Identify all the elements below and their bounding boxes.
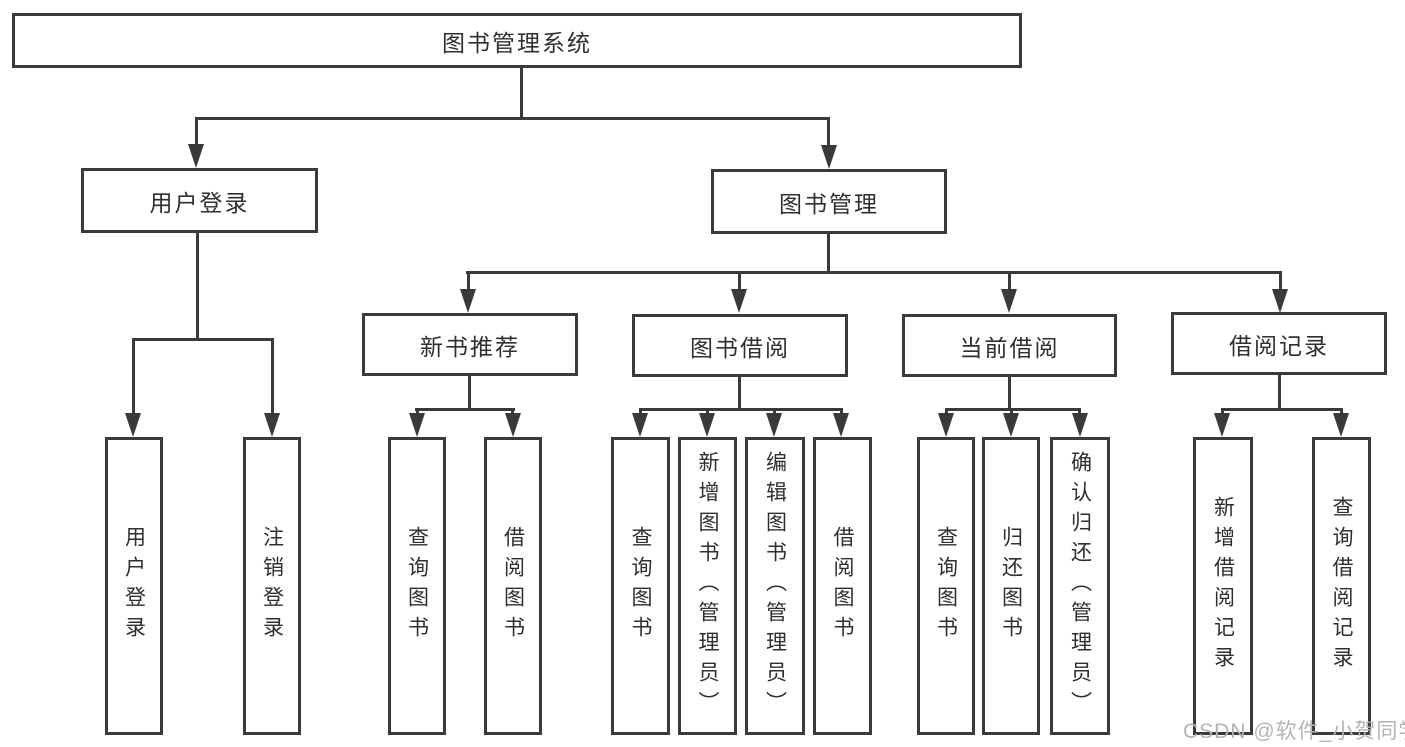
connector [195,117,198,145]
connector [639,408,843,411]
leaf-add-books-admin: 新增图书（管理员） [678,437,737,735]
arrow-down-icon [505,413,521,437]
connector [271,338,274,416]
leaf-query-borrow-record: 查询借阅记录 [1312,437,1371,735]
arrow-down-icon [938,413,954,437]
node-new-book-recommendation: 新书推荐 [362,313,578,376]
arrow-down-icon [1214,413,1230,437]
leaf-borrow-books-recommend: 借阅图书 [484,437,542,735]
leaf-return-books: 归还图书 [982,437,1040,735]
connector [416,408,419,416]
node-current-borrowing: 当前借阅 [902,314,1117,377]
connector [195,117,830,120]
node-library-management-system: 图书管理系统 [12,13,1022,68]
arrow-down-icon [731,289,747,313]
connector [1010,408,1013,416]
node-borrowing-records: 借阅记录 [1171,312,1387,375]
connector [132,338,274,341]
arrow-down-icon [264,413,280,437]
connector [468,375,471,411]
connector [520,67,523,118]
csdn-watermark: CSDN @软件_小贺同学 [1183,720,1405,743]
connector [706,408,709,416]
connector [639,408,642,416]
arrow-down-icon [460,289,476,313]
connector [466,271,1282,274]
connector [773,408,776,416]
arrow-down-icon [632,413,648,437]
connector [467,271,470,292]
connector [827,234,830,274]
leaf-confirm-return-admin: 确认归还（管理员） [1050,437,1110,735]
leaf-query-books-borrow: 查询图书 [611,437,670,735]
arrow-down-icon [125,413,141,437]
arrow-down-icon [833,413,849,437]
leaf-add-borrow-record: 新增借阅记录 [1193,437,1253,735]
arrow-down-icon [188,144,204,168]
arrow-down-icon [766,413,782,437]
node-user-login: 用户登录 [81,168,318,233]
connector [1078,408,1081,416]
connector [827,117,830,146]
connector [840,408,843,416]
connector [945,408,1081,411]
node-book-management: 图书管理 [711,169,947,234]
arrow-down-icon [1272,289,1288,313]
connector [415,408,515,411]
leaf-user-login: 用户登录 [105,437,163,735]
arrow-down-icon [1072,413,1088,437]
leaf-logout: 注销登录 [243,437,301,735]
leaf-borrow-books: 借阅图书 [813,437,872,735]
node-book-borrowing: 图书借阅 [632,314,848,377]
connector [196,232,199,341]
connector [738,376,741,411]
connector [738,271,741,292]
arrow-down-icon [409,413,425,437]
connector [1008,271,1011,292]
arrow-down-icon [1001,289,1017,313]
leaf-edit-books-admin: 编辑图书（管理员） [745,437,805,735]
arrow-down-icon [1333,413,1349,437]
leaf-query-books-recommend: 查询图书 [388,437,446,735]
connector [1221,408,1224,416]
connector [511,408,514,416]
connector [1008,377,1011,411]
connector [1278,375,1281,411]
leaf-query-books-current: 查询图书 [917,437,975,735]
arrow-down-icon [821,145,837,169]
connector [1279,271,1282,292]
connector [1340,408,1343,416]
connector [1221,408,1343,411]
arrow-down-icon [699,413,715,437]
connector [132,338,135,416]
arrow-down-icon [1003,413,1019,437]
connector [945,408,948,416]
